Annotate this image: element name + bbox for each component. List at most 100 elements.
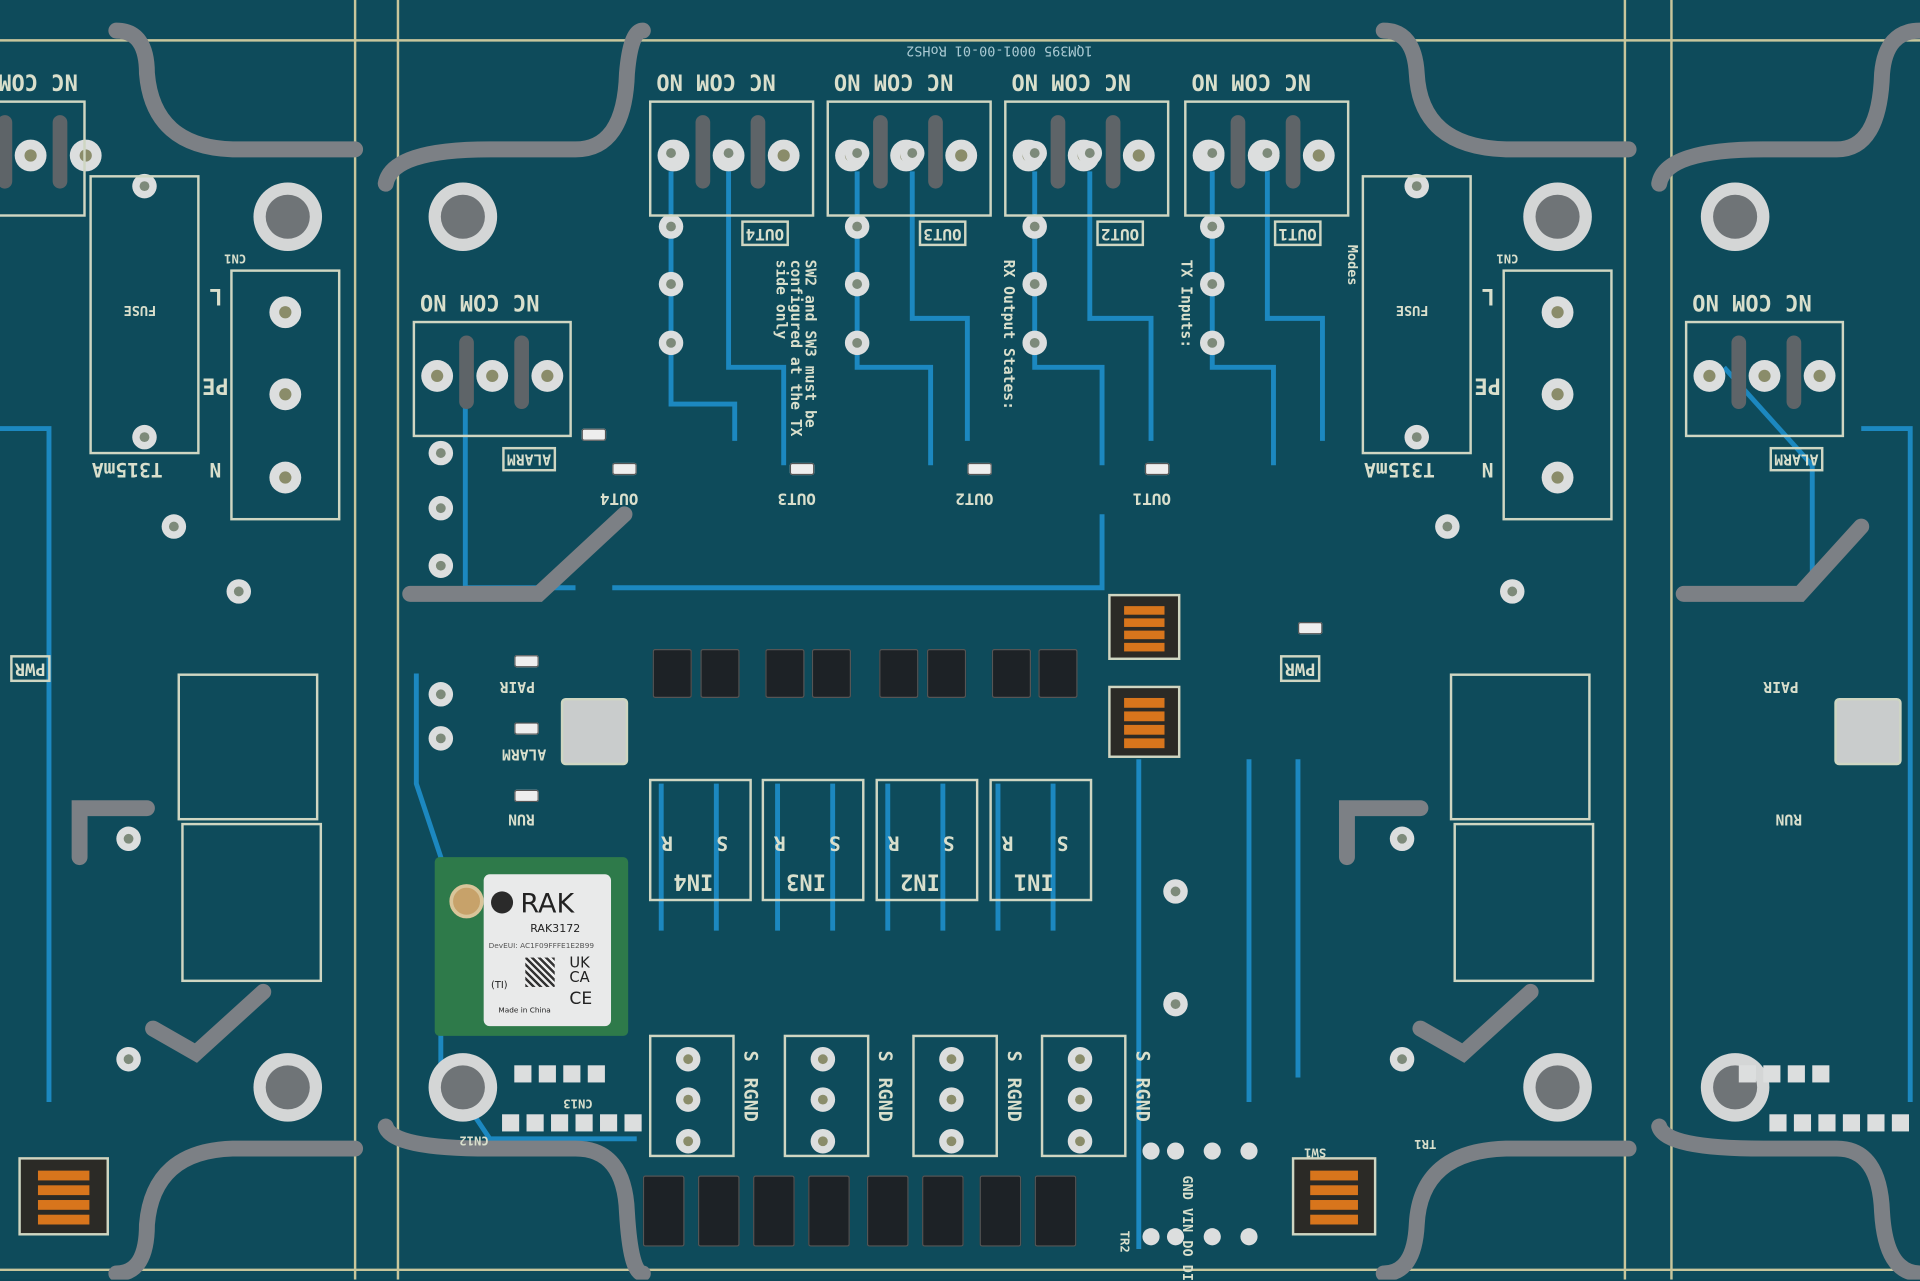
pwr-led-label: PWR bbox=[1279, 655, 1321, 683]
module-model: RAK3172 bbox=[530, 923, 581, 936]
dip-switch-lever[interactable] bbox=[1124, 698, 1165, 708]
dip-switch-lever[interactable] bbox=[1310, 1200, 1358, 1211]
dip-switch bbox=[1108, 685, 1181, 758]
terminal-pad-hole bbox=[1703, 369, 1716, 383]
input-s-terminal-label: S bbox=[1002, 1050, 1025, 1062]
capacitor-outline bbox=[1453, 822, 1595, 983]
alarm-terminal-label-right: NC COM NO bbox=[1692, 288, 1812, 315]
relay-terminal-label-1: NC COM NO bbox=[1191, 68, 1311, 95]
via-hole bbox=[1397, 833, 1407, 844]
header-pin-pad bbox=[514, 1065, 532, 1083]
copper-trace bbox=[1209, 171, 1276, 466]
header-pin-pad bbox=[1763, 1065, 1781, 1083]
transformer-outline bbox=[1449, 673, 1591, 821]
tvs-diode bbox=[1034, 1175, 1077, 1247]
relay-terminal-block bbox=[1684, 320, 1845, 438]
dip-switch-lever[interactable] bbox=[37, 1200, 90, 1211]
dip-switch-lever[interactable] bbox=[1310, 1170, 1358, 1181]
board-cutout-slot bbox=[1651, 22, 1920, 192]
via-hole bbox=[907, 148, 918, 158]
pushbutton-body bbox=[560, 697, 629, 766]
header-pin-pad bbox=[1787, 1065, 1805, 1083]
dip-switch-lever[interactable] bbox=[1124, 630, 1165, 639]
input-s-terminal-label: S bbox=[1131, 1050, 1154, 1062]
smd-led bbox=[789, 462, 815, 476]
via-hole bbox=[435, 689, 446, 700]
prog-header-pad bbox=[1166, 1228, 1185, 1246]
module-ti: (TI) bbox=[491, 979, 508, 991]
input-r-label: R bbox=[1001, 831, 1014, 855]
header-pin-pad bbox=[1842, 1114, 1861, 1132]
via-hole bbox=[168, 521, 179, 532]
input-rgnd-terminal-label: RGND bbox=[1131, 1077, 1154, 1122]
relay-slot bbox=[1285, 115, 1301, 189]
dip-switch-lever[interactable] bbox=[1124, 738, 1165, 749]
prog-header-pad bbox=[1203, 1142, 1221, 1160]
neutral-label: N bbox=[209, 457, 222, 482]
dip-switch-lever[interactable] bbox=[1310, 1214, 1358, 1225]
via-hole bbox=[1029, 221, 1040, 232]
mounting-hole bbox=[1535, 1065, 1580, 1110]
prog-header-label: GND VIN DO DI bbox=[1179, 1175, 1196, 1281]
sw1-label: SW1 bbox=[1304, 1144, 1327, 1159]
tvs-diode bbox=[808, 1175, 850, 1247]
header-pin-pad bbox=[538, 1065, 556, 1083]
via-hole bbox=[1507, 586, 1518, 597]
relay-slot bbox=[1105, 115, 1121, 189]
dip-switch-lever[interactable] bbox=[37, 1185, 90, 1196]
terminal-pad-hole bbox=[955, 149, 968, 162]
terminal-pad-hole bbox=[486, 369, 499, 383]
terminal-pad-hole bbox=[24, 149, 37, 162]
relay-terminal-label-3: NC COM NO bbox=[833, 68, 954, 95]
relay-terminal-block bbox=[648, 100, 815, 217]
relay-terminal-block bbox=[412, 320, 572, 438]
dip-switch-lever[interactable] bbox=[1310, 1185, 1358, 1196]
relay-terminal-block bbox=[1004, 100, 1170, 217]
tvs-diode bbox=[753, 1175, 795, 1247]
dip-switch bbox=[1291, 1157, 1377, 1236]
input-screw-terminal bbox=[1040, 1034, 1127, 1158]
optocoupler-chip bbox=[926, 648, 967, 698]
relay-slot bbox=[873, 115, 888, 189]
mains-pad-hole bbox=[1551, 306, 1564, 319]
via-hole bbox=[123, 1054, 134, 1065]
via-hole bbox=[435, 503, 446, 514]
fuse-holder bbox=[89, 175, 200, 455]
led-output-label-4: OUT4 bbox=[600, 488, 639, 507]
input-led-block bbox=[989, 778, 1093, 902]
dip-switch-lever[interactable] bbox=[1124, 617, 1165, 627]
dip-switch-lever[interactable] bbox=[37, 1170, 90, 1181]
relay-slot bbox=[459, 335, 474, 409]
sw-note: SW2 and SW3 must be configured at the TX… bbox=[772, 259, 820, 437]
tvs-diode bbox=[922, 1175, 964, 1247]
board-cutout-slot bbox=[145, 983, 272, 1063]
board-cutout-slot bbox=[1375, 22, 1637, 158]
via-hole bbox=[666, 279, 676, 289]
dip-switch-lever[interactable] bbox=[1124, 711, 1165, 722]
relay-slot bbox=[52, 115, 68, 189]
dip-switch-lever[interactable] bbox=[37, 1214, 90, 1225]
led-output-label-1: OUT1 bbox=[1132, 488, 1172, 507]
input-screw-terminal bbox=[912, 1034, 998, 1158]
input-terminal-hole bbox=[683, 1094, 694, 1105]
input-led-block bbox=[761, 778, 865, 902]
dip-switch-lever[interactable] bbox=[1124, 725, 1165, 735]
via-hole bbox=[852, 279, 863, 289]
input-terminal-hole bbox=[683, 1136, 694, 1147]
input-s-label: S bbox=[942, 831, 955, 855]
via-hole bbox=[1442, 521, 1453, 532]
transformer-outline bbox=[177, 673, 319, 821]
mounting-hole bbox=[1535, 194, 1580, 239]
terminal-pad-hole bbox=[431, 369, 444, 383]
rak-logo-icon bbox=[491, 891, 514, 914]
rx-states-note: RX Output States: bbox=[1000, 259, 1018, 410]
tvs-diode bbox=[642, 1175, 685, 1247]
header-pin-pad bbox=[563, 1065, 581, 1083]
board-cutout-slot bbox=[1412, 983, 1539, 1063]
tr2-label: TR2 bbox=[1116, 1230, 1131, 1253]
dip-switch-lever[interactable] bbox=[1124, 642, 1165, 651]
dip-switch-lever[interactable] bbox=[1124, 605, 1165, 615]
copper-trace bbox=[726, 171, 787, 466]
copper-trace bbox=[1861, 426, 1913, 1103]
input-terminal-hole bbox=[817, 1136, 828, 1147]
